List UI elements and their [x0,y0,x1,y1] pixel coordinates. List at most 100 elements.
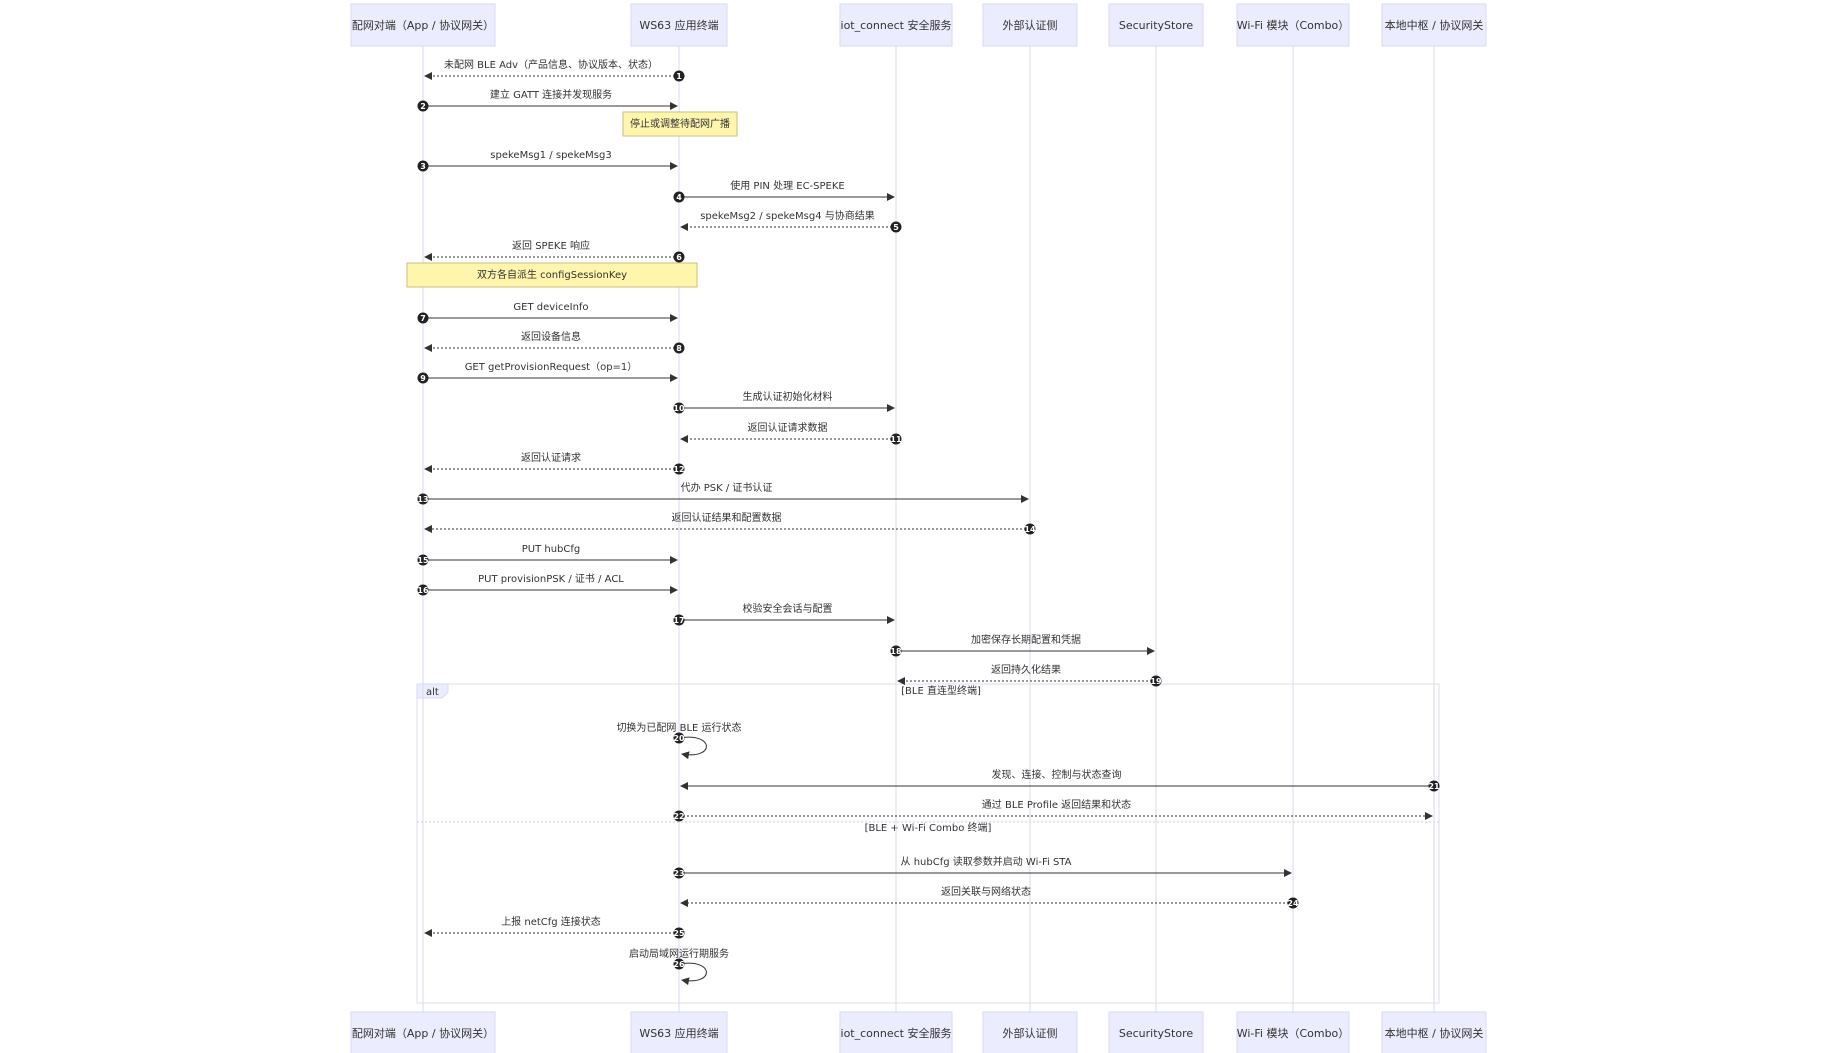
message-18-number-badge [890,645,902,657]
message-22-number-badge [673,810,685,822]
message-26-label: 启动局域网运行期服务 [629,947,729,960]
message-23-label: 从 hubCfg 读取参数并启动 Wi-Fi STA [901,855,1072,868]
message-16-label: PUT provisionPSK / 证书 / ACL [478,573,624,585]
message-2-number-badge [417,100,429,112]
participant-hub-top-box [1381,3,1487,47]
participant-wifi-top-label: Wi-Fi 模块（Combo） [1237,19,1350,32]
message-24-number: 24 [1287,899,1299,908]
message-4-number: 4 [676,193,682,202]
message-5-label: spekeMsg2 / spekeMsg4 与协商结果 [700,209,875,222]
message-21-number-badge [1428,780,1440,792]
message-22-label: 通过 BLE Profile 返回结果和状态 [982,798,1131,811]
message-23-number: 23 [673,869,684,878]
message-13-number-badge [417,493,429,505]
message-9-number: 9 [420,374,426,383]
message-16-number-badge [417,584,429,596]
message-2-number: 2 [420,102,426,111]
message-26-arrow [678,962,707,986]
message-11-number: 11 [890,435,902,444]
participant-auth-bottom-label: 外部认证侧 [1003,1026,1058,1040]
message-5-number-badge [890,221,902,233]
message-14-number-badge [1024,523,1036,535]
message-10-number: 10 [673,404,685,413]
alt-condition-1: [BLE 直连型终端] [901,684,981,697]
message-6-number: 6 [676,253,682,262]
message-8-label: 返回设备信息 [521,330,581,343]
message-9-label: GET getProvisionRequest（op=1） [465,361,638,373]
message-17-label: 校验安全会话与配置 [743,602,833,615]
message-20-label: 切换为已配网 BLE 运行状态 [616,721,741,734]
message-14-label: 返回认证结果和配置数据 [672,511,782,524]
participant-auth-top-label: 外部认证侧 [1003,18,1058,32]
message-3-number: 3 [420,162,426,171]
message-6-label: 返回 SPEKE 响应 [512,239,590,252]
message-21-label: 发现、连接、控制与状态查询 [992,768,1122,781]
message-2-label: 建立 GATT 连接并发现服务 [490,88,612,101]
participant-iot-top-label: iot_connect 安全服务 [841,18,952,32]
message-20-number-badge [673,732,685,744]
participant-hub-bottom-box [1381,1011,1487,1053]
participant-ws63-top-box [630,3,728,47]
message-7-number-badge [417,312,429,324]
message-7-number: 7 [420,314,426,323]
message-4-label: 使用 PIN 处理 EC-SPEKE [730,179,844,192]
message-19-number-badge [1150,675,1162,687]
message-7-label: GET deviceInfo [513,302,588,313]
message-26-number-badge [673,958,685,970]
message-25-label: 上报 netCfg 连接状态 [501,915,601,928]
participant-auth-bottom-box [982,1011,1078,1053]
message-17-number-badge [673,614,685,626]
message-1-label: 未配网 BLE Adv（产品信息、协议版本、状态） [444,58,658,71]
message-12-number-badge [673,463,685,475]
participant-store-top-label: SecurityStore [1119,19,1193,32]
message-9-number-badge [417,372,429,384]
message-15-number-badge [417,554,429,566]
participant-auth-top-box [982,3,1078,47]
participant-app-bottom-label: 配网对端（App / 协议网关） [352,1026,494,1040]
message-11-number-badge [890,433,902,445]
message-25-number-badge [673,927,685,939]
message-3-number-badge [417,160,429,172]
participant-iot-bottom-label: iot_connect 安全服务 [841,1026,952,1040]
participant-wifi-top-box [1236,3,1350,47]
message-19-label: 返回持久化结果 [991,663,1061,676]
alt-label-tag [416,683,449,699]
message-17-number: 17 [673,616,684,625]
message-4-number-badge [673,191,685,203]
participant-app-bottom-box [350,1011,496,1053]
participant-store-bottom-box [1108,1011,1204,1053]
participant-store-top-box [1108,3,1204,47]
participant-iot-bottom-box [839,1011,953,1053]
message-13-label: 代办 PSK / 证书认证 [681,481,773,494]
message-1-number-badge [673,70,685,82]
participant-ws63-bottom-box [630,1011,728,1053]
participant-wifi-bottom-box [1236,1011,1350,1053]
alt-block [416,683,1440,1004]
message-18-label: 加密保存长期配置和凭据 [971,633,1081,646]
note-2-text: 双方各自派生 configSessionKey [477,268,627,281]
message-22-number: 22 [673,812,684,821]
message-11-label: 返回认证请求数据 [748,421,828,434]
message-24-label: 返回关联与网络状态 [941,885,1031,898]
message-10-number-badge [673,402,685,414]
message-8-number-badge [673,342,685,354]
message-3-label: spekeMsg1 / spekeMsg3 [490,150,611,161]
message-15-label: PUT hubCfg [522,544,581,555]
message-23-number-badge [673,867,685,879]
note-2-box [406,262,698,288]
participant-app-top-box [350,3,496,47]
participant-ws63-bottom-label: WS63 应用终端 [639,1026,718,1040]
message-19-number: 19 [1150,677,1162,686]
participant-wifi-bottom-label: Wi-Fi 模块（Combo） [1237,1027,1350,1040]
message-10-label: 生成认证初始化材料 [743,390,833,403]
message-5-number: 5 [893,223,899,232]
participant-hub-top-label: 本地中枢 / 协议网关 [1385,18,1484,32]
message-18-number: 18 [890,647,902,656]
alt-label: alt [426,687,439,698]
participant-ws63-top-label: WS63 应用终端 [639,18,718,32]
message-16-number: 16 [417,586,429,595]
message-12-number: 12 [673,465,684,474]
participant-hub-bottom-label: 本地中枢 / 协议网关 [1385,1026,1484,1040]
message-21-number: 21 [1428,782,1440,791]
